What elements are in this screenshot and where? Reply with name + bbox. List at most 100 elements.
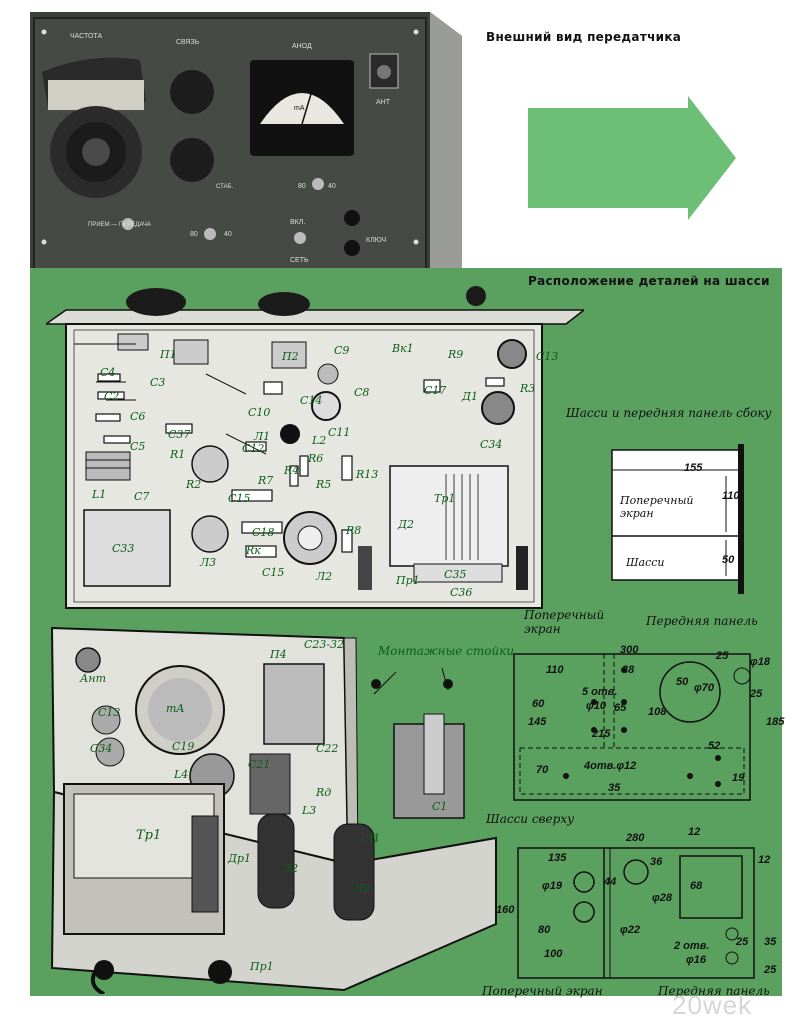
key-jack-1 [344, 210, 360, 226]
top-dim-160: 160 [496, 904, 515, 916]
front-dim-300: 300 [620, 644, 639, 656]
coupling-knob [170, 70, 214, 114]
part-c7: C7 [134, 490, 150, 503]
part-p1: П1 [160, 348, 177, 361]
part-c9: C9 [334, 344, 350, 357]
top-phi16: φ16 [686, 954, 706, 966]
band-toggle-2 [204, 228, 216, 240]
front-dim-60: 60 [532, 698, 545, 710]
top-dim-100: 100 [544, 948, 563, 960]
front-dim-50: 50 [676, 676, 689, 688]
rx-tx-toggle [122, 218, 134, 230]
front-label-screen: Поперечный экран [524, 608, 605, 636]
part-c18: C18 [252, 526, 275, 539]
label-bottom-ant: Ант [80, 672, 107, 685]
label-rx-tx: ПРИЕМ — ПЕРЕДАЧА [88, 222, 151, 228]
part-c2: C2 [104, 390, 120, 403]
part-c14: C14 [300, 394, 323, 407]
part-r6: R6 [308, 452, 324, 465]
side-dim-h1: 110 [722, 490, 740, 502]
part-r5: R5 [316, 478, 332, 491]
label-anode: АНОД [292, 43, 312, 50]
top-dim-12b: 12 [758, 854, 771, 866]
part-tube-l2: Л2 [316, 570, 333, 583]
label-sw1-b: 40 [328, 183, 336, 190]
part-c35: C35 [444, 568, 467, 581]
meter-unit: mA [294, 105, 305, 112]
top-dim-12a: 12 [688, 826, 701, 838]
top-label-screen: Поперечный экран [482, 984, 603, 998]
label-bottom-pr1: Пр1 [250, 960, 274, 973]
label-on: ВКЛ. [290, 219, 305, 226]
anode-milliammeter [250, 60, 354, 156]
part-r13: R13 [356, 468, 379, 481]
part-c15-bottom: C15 [262, 566, 285, 579]
front-dim-110: 110 [546, 664, 564, 676]
part-tr1: Тр1 [434, 492, 456, 505]
front-panel-drilling-drawing [513, 653, 751, 801]
side-dim-h2: 50 [722, 554, 735, 566]
front-dim-108: 108 [648, 706, 667, 718]
chassis-inside-photo [50, 626, 497, 994]
top-holes-2: 2 отв. [674, 940, 710, 952]
top-phi22: φ22 [620, 924, 640, 936]
part-r3: R3 [520, 382, 536, 395]
label-bottom-l4: L4 [174, 768, 189, 781]
front-dim-52: 52 [708, 740, 721, 752]
part-c10: C10 [248, 406, 271, 419]
chassis-parts-drawing [46, 286, 584, 609]
label-bottom-c34: C34 [90, 742, 113, 755]
part-r8: R8 [346, 524, 362, 537]
front-dim-25a: 25 [716, 650, 729, 662]
side-label-front-panel: Передняя панель [646, 614, 758, 628]
mains-toggle [294, 232, 306, 244]
front-phi70: φ70 [694, 682, 714, 694]
side-label-screen: Поперечный экран [620, 494, 694, 520]
top-dim-68: 68 [690, 880, 703, 892]
label-ant: АНТ [376, 99, 391, 106]
part-c8: C8 [354, 386, 370, 399]
front-phi18: φ18 [750, 656, 770, 668]
part-c3: C3 [150, 376, 166, 389]
front-dim-19: 19 [732, 772, 745, 784]
part-d2: Д2 [398, 518, 414, 531]
top-dim-25: 25 [736, 936, 749, 948]
label-p4: П4 [270, 648, 287, 661]
top-view-drawing [517, 847, 755, 979]
frequency-dial [42, 57, 146, 198]
front-dim-25b: 25 [750, 688, 763, 700]
part-p2: П2 [282, 350, 299, 363]
green-arrow [528, 96, 736, 220]
top-dim-35: 35 [764, 936, 777, 948]
caption-exterior: Внешний вид передатчика [486, 30, 682, 44]
part-r4: R4 [284, 464, 300, 477]
label-bottom-tr1: Тр1 [136, 828, 162, 843]
top-dim-36: 36 [650, 856, 663, 868]
top-phi28: φ28 [652, 892, 672, 904]
top-dim-44: 44 [604, 876, 617, 888]
front-dim-35: 35 [608, 782, 621, 794]
top-view-title: Шасси сверху [486, 812, 575, 826]
top-label-front-panel: Передняя панель [658, 984, 770, 998]
label-bottom-c19: C19 [172, 740, 195, 753]
caption-layout: Расположение деталей на шасси [528, 274, 770, 288]
part-rk: Rк [246, 544, 261, 557]
top-dim-25b: 25 [764, 964, 777, 976]
label-key: КЛЮЧ [366, 237, 387, 244]
label-bottom-c22: C22 [316, 742, 339, 755]
label-bottom-c1: C1 [432, 800, 448, 813]
part-c34: C34 [480, 438, 503, 451]
band-toggle-anode [312, 178, 324, 190]
top-phi19: φ19 [542, 880, 562, 892]
side-view-title: Шасси и передняя панель сбоку [566, 406, 772, 420]
part-c12: C12 [242, 442, 265, 455]
label-mains: СЕТЬ [290, 257, 309, 264]
part-c4: C4 [100, 366, 116, 379]
watermark: 20wek [672, 990, 753, 1020]
part-vk1: Вк1 [392, 342, 414, 355]
label-sw2-b: 40 [224, 231, 232, 238]
label-bottom-dr1: Др1 [228, 852, 251, 865]
front-phi10: φ10 [586, 700, 606, 712]
part-l2: L2 [312, 434, 327, 447]
front-dim-145: 145 [528, 716, 547, 728]
